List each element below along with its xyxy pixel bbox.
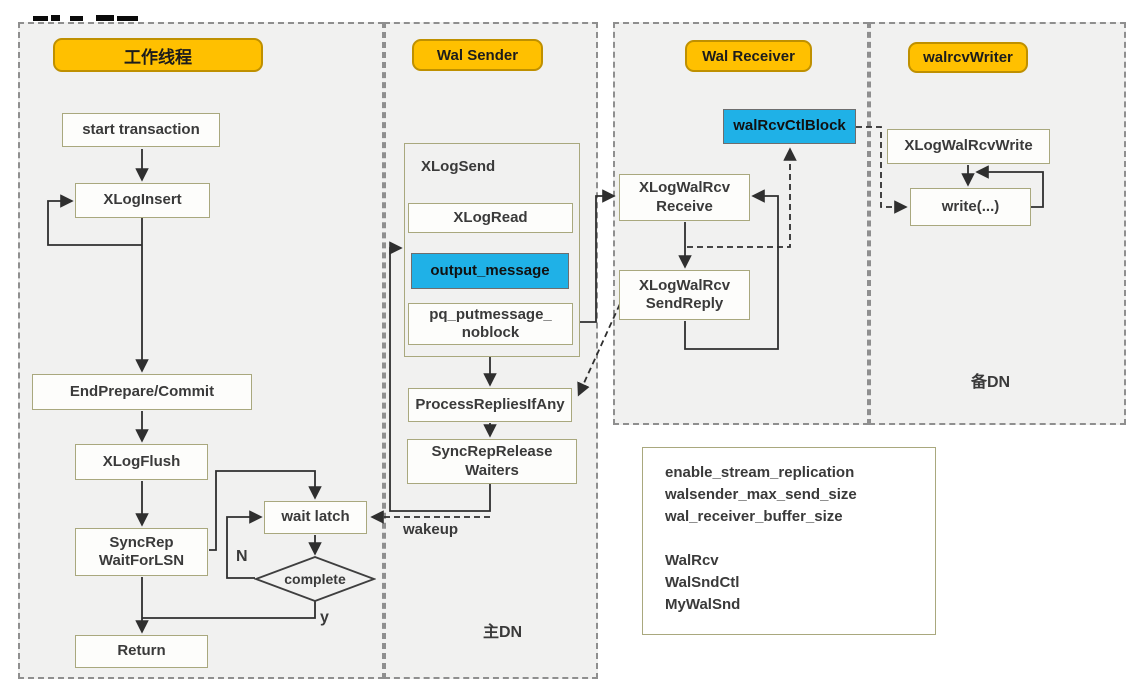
- node-output-message: output_message: [411, 253, 569, 289]
- label-primary-dn: 主DN: [483, 624, 523, 641]
- clipped-text-fragment: [96, 15, 114, 21]
- param-line: WalRcv: [665, 552, 719, 569]
- node-start-transaction: start transaction: [62, 113, 220, 147]
- diamond-shape: [254, 556, 376, 602]
- node-write-fn: write(...): [910, 188, 1031, 226]
- node-wait-latch: wait latch: [264, 501, 367, 534]
- node-xlogread: XLogRead: [408, 203, 573, 233]
- node-process-replies-if-any: ProcessRepliesIfAny: [408, 388, 572, 422]
- badge-worker-thread: 工作线程: [53, 38, 263, 72]
- node-xlog-walrcv-write: XLogWalRcvWrite: [887, 129, 1050, 164]
- node-xlog-walrcv-sendreply: XLogWalRcv SendReply: [619, 270, 750, 320]
- param-line: enable_stream_replication: [665, 464, 855, 481]
- badge-walrcv-writer: walrcvWriter: [908, 42, 1028, 73]
- clipped-text-fragment: [51, 15, 60, 21]
- node-pq-putmessage-noblock: pq_putmessage_ noblock: [408, 303, 573, 345]
- container-xlogsend-label: XLogSend: [421, 158, 496, 175]
- param-line: WalSndCtl: [665, 574, 740, 591]
- branch-label-no: N: [236, 548, 248, 565]
- clipped-text-fragment: [70, 16, 83, 21]
- label-standby-dn: 备DN: [971, 374, 1011, 391]
- node-xlogflush: XLogFlush: [75, 444, 208, 480]
- label-wakeup: wakeup: [403, 521, 459, 538]
- badge-worker-thread-label: 工作线程: [124, 47, 192, 67]
- clipped-text-fragment: [33, 16, 48, 21]
- param-line: wal_receiver_buffer_size: [665, 508, 843, 525]
- node-xloginsert: XLogInsert: [75, 183, 210, 218]
- params-box: enable_stream_replication walsender_max_…: [642, 447, 936, 635]
- node-endprepare-commit: EndPrepare/Commit: [32, 374, 252, 410]
- param-line: MyWalSnd: [665, 596, 741, 613]
- param-line: walsender_max_send_size: [665, 486, 857, 503]
- badge-wal-receiver: Wal Receiver: [685, 40, 812, 72]
- badge-wal-sender-label: Wal Sender: [436, 46, 519, 64]
- node-complete-decision: complete: [254, 556, 376, 602]
- node-syncrep-waitforlsn: SyncRep WaitForLSN: [75, 528, 208, 576]
- node-return: Return: [75, 635, 208, 668]
- node-complete-label: complete: [284, 571, 346, 587]
- node-xlog-walrcv-receive: XLogWalRcv Receive: [619, 174, 750, 221]
- panel-wal-receiver: [613, 22, 869, 425]
- badge-wal-receiver-label: Wal Receiver: [702, 47, 795, 65]
- node-syncrep-release-waiters: SyncRepRelease Waiters: [407, 439, 577, 484]
- badge-wal-sender: Wal Sender: [412, 39, 543, 71]
- badge-walrcv-writer-label: walrcvWriter: [923, 49, 1013, 66]
- branch-label-yes: y: [320, 609, 329, 626]
- node-walrcv-ctl-block: walRcvCtlBlock: [723, 109, 856, 144]
- param-line-spacer: [665, 528, 935, 550]
- clipped-text-fragment: [117, 16, 138, 21]
